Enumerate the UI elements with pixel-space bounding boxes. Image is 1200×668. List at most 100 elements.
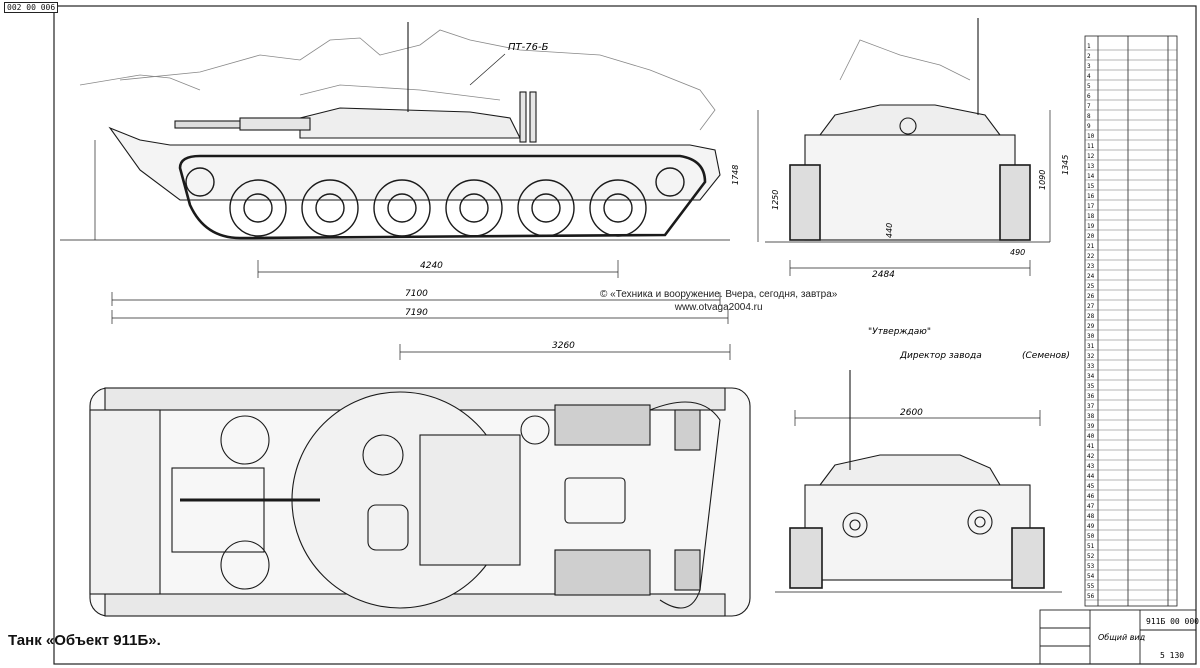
spec-row-number: 27 xyxy=(1087,303,1095,310)
title-block xyxy=(1039,609,1197,665)
spec-row-number: 20 xyxy=(1087,233,1095,240)
dim-rear-width: 2600 xyxy=(900,408,923,418)
spec-row-number: 36 xyxy=(1087,393,1095,400)
spec-row-number: 56 xyxy=(1087,593,1095,600)
dim-h2: 1090 xyxy=(1038,170,1047,190)
spec-row-number: 11 xyxy=(1087,143,1095,150)
spec-row-number: 44 xyxy=(1087,473,1095,480)
front-track-right xyxy=(999,164,1031,241)
spec-row-number: 38 xyxy=(1087,413,1095,420)
spec-row-number: 28 xyxy=(1087,313,1095,320)
spec-row-number: 29 xyxy=(1087,323,1095,330)
front-track-left xyxy=(789,164,821,241)
sheet-number: 5 130 xyxy=(1160,651,1184,660)
side-turret xyxy=(299,107,521,139)
spec-row-number: 30 xyxy=(1087,333,1095,340)
spec-row-number: 34 xyxy=(1087,373,1095,380)
dim-h1: 1250 xyxy=(771,190,780,210)
spec-row-number: 23 xyxy=(1087,263,1095,270)
front-turret xyxy=(818,104,1002,136)
figure-caption: Танк «Объект 911Б». xyxy=(8,632,161,649)
side-hull xyxy=(108,126,721,201)
spec-row-number: 5 xyxy=(1087,83,1091,90)
front-dimension-lines xyxy=(757,110,1051,276)
dim-front-width: 2484 xyxy=(872,270,895,280)
side-road-wheels xyxy=(185,167,685,237)
dim-hull-length: 7100 xyxy=(405,289,428,299)
dim-top-length: 3260 xyxy=(552,341,575,351)
spec-row-number: 14 xyxy=(1087,173,1095,180)
side-track xyxy=(178,154,707,240)
spec-table xyxy=(1084,35,1178,607)
dim-h4: 1345 xyxy=(1061,155,1070,175)
rear-track-right xyxy=(1011,527,1045,589)
top-view xyxy=(89,387,751,617)
spec-row-number: 47 xyxy=(1087,503,1095,510)
ghost-pt76-silhouette xyxy=(119,29,716,131)
spec-row-number: 53 xyxy=(1087,563,1095,570)
dim-track-length: 4240 xyxy=(420,261,443,271)
spec-row-number: 12 xyxy=(1087,153,1095,160)
spec-row-number: 31 xyxy=(1087,343,1095,350)
spec-row-number: 22 xyxy=(1087,253,1095,260)
dim-front-height: 1748 xyxy=(731,165,740,185)
spec-row-number: 3 xyxy=(1087,63,1091,70)
spec-row-number: 54 xyxy=(1087,573,1095,580)
spec-row-number: 37 xyxy=(1087,403,1095,410)
spec-row-number: 49 xyxy=(1087,523,1095,530)
spec-row-number: 39 xyxy=(1087,423,1095,430)
rear-dimension-lines xyxy=(794,410,1041,426)
spec-row-number: 9 xyxy=(1087,123,1091,130)
copyright-url: www.otvaga2004.ru xyxy=(674,302,763,313)
sheet-frame xyxy=(53,5,1197,665)
copyright-line-1: © «Техника и вооружение. Вчера, сегодня,… xyxy=(600,289,838,300)
spec-row-number: 46 xyxy=(1087,493,1095,500)
drawing-number: 911Б 00 000 xyxy=(1146,617,1199,626)
spec-row-number: 50 xyxy=(1087,533,1095,540)
spec-row-number: 16 xyxy=(1087,193,1095,200)
ghost-label: ПТ-76-Б xyxy=(508,42,549,53)
spec-row-number: 4 xyxy=(1087,73,1091,80)
spec-row-number: 35 xyxy=(1087,383,1095,390)
spec-row-number: 32 xyxy=(1087,353,1095,360)
spec-row-number: 33 xyxy=(1087,363,1095,370)
approval-label: "Утверждаю" xyxy=(868,327,931,337)
spec-row-number: 52 xyxy=(1087,553,1095,560)
spec-row-number: 48 xyxy=(1087,513,1095,520)
spec-row-number: 41 xyxy=(1087,443,1095,450)
copyright-notice: © «Техника и вооружение. Вчера, сегодня,… xyxy=(600,288,837,314)
rear-hull xyxy=(804,484,1031,581)
top-engine-grille-lower xyxy=(554,549,651,596)
spec-row-number: 6 xyxy=(1087,93,1091,100)
director-name: (Семенов) xyxy=(1022,351,1070,361)
spec-row-number: 45 xyxy=(1087,483,1095,490)
spec-row-number: 25 xyxy=(1087,283,1095,290)
spec-row-number: 10 xyxy=(1087,133,1095,140)
rear-turret xyxy=(818,454,1001,486)
front-view xyxy=(765,18,1050,243)
drawing-code: 002 00 006 xyxy=(4,2,59,13)
spec-row-number: 26 xyxy=(1087,293,1095,300)
spec-row-number: 51 xyxy=(1087,543,1095,550)
top-engine-grille-upper xyxy=(554,404,651,446)
spec-row-number: 43 xyxy=(1087,463,1095,470)
spec-row-number: 42 xyxy=(1087,453,1095,460)
spec-row-number: 24 xyxy=(1087,273,1095,280)
spec-row-number: 21 xyxy=(1087,243,1095,250)
spec-row-number: 7 xyxy=(1087,103,1091,110)
spec-row-number: 18 xyxy=(1087,213,1095,220)
side-dimension-lines xyxy=(94,140,729,324)
rear-view xyxy=(775,370,1062,593)
spec-row-number: 15 xyxy=(1087,183,1095,190)
spec-row-number: 2 xyxy=(1087,53,1091,60)
spec-row-number: 17 xyxy=(1087,203,1095,210)
spec-row-number: 1 xyxy=(1087,43,1091,50)
spec-row-number: 40 xyxy=(1087,433,1095,440)
rear-track-left xyxy=(789,527,823,589)
spec-row-number: 13 xyxy=(1087,163,1095,170)
dim-h3: 490 xyxy=(1010,248,1025,257)
director-label: Директор завода xyxy=(899,351,982,361)
front-hull xyxy=(804,134,1016,241)
top-dimension-lines xyxy=(399,344,731,360)
